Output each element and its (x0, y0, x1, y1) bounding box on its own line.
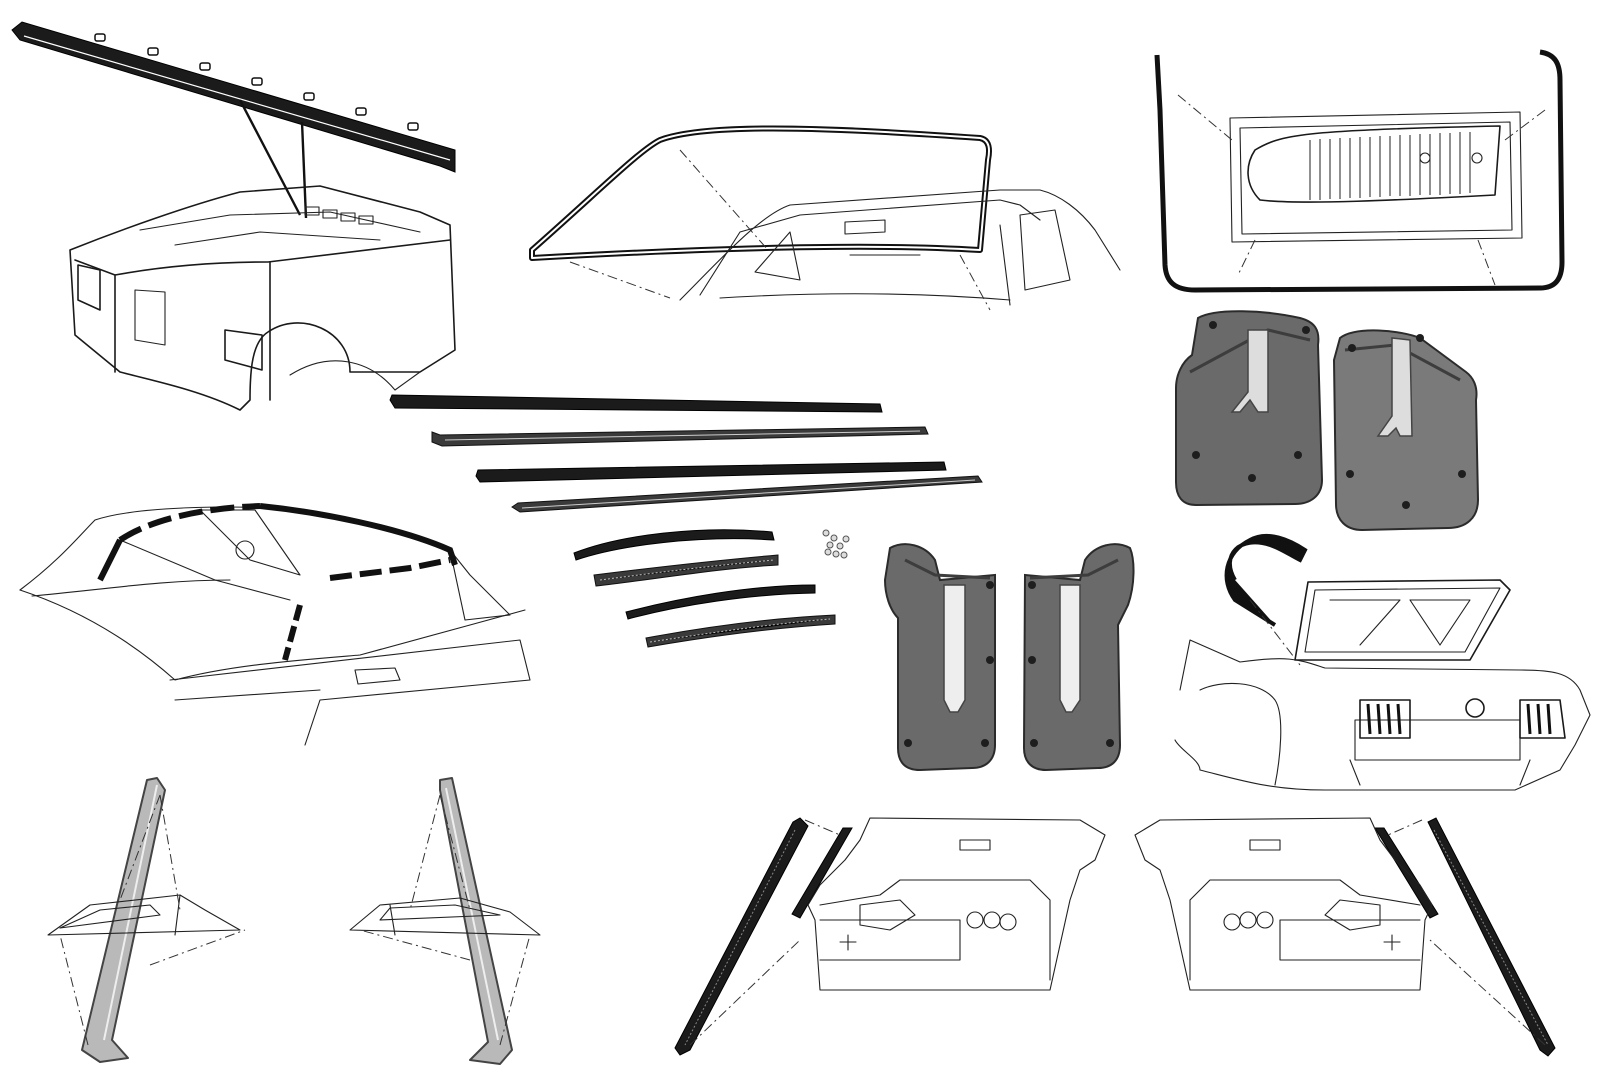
clips-icon (822, 529, 850, 559)
rear-window-seal-icon (19, 503, 531, 746)
cowl-vent-seal-icon (11, 21, 456, 411)
door-panel-seal-icon (1154, 49, 1565, 293)
boot-pad-icon (1175, 310, 1480, 532)
windshield-seal-icon (529, 125, 1121, 311)
dash-pad-seal-icon (674, 817, 1556, 1057)
quarter-strip-icon (573, 529, 836, 648)
trunk-seal-icon (1174, 533, 1591, 791)
belt-weatherstrip-icon (389, 394, 983, 513)
roof-rail-seal-icon (47, 777, 541, 1065)
watershield-icon (883, 543, 1135, 772)
